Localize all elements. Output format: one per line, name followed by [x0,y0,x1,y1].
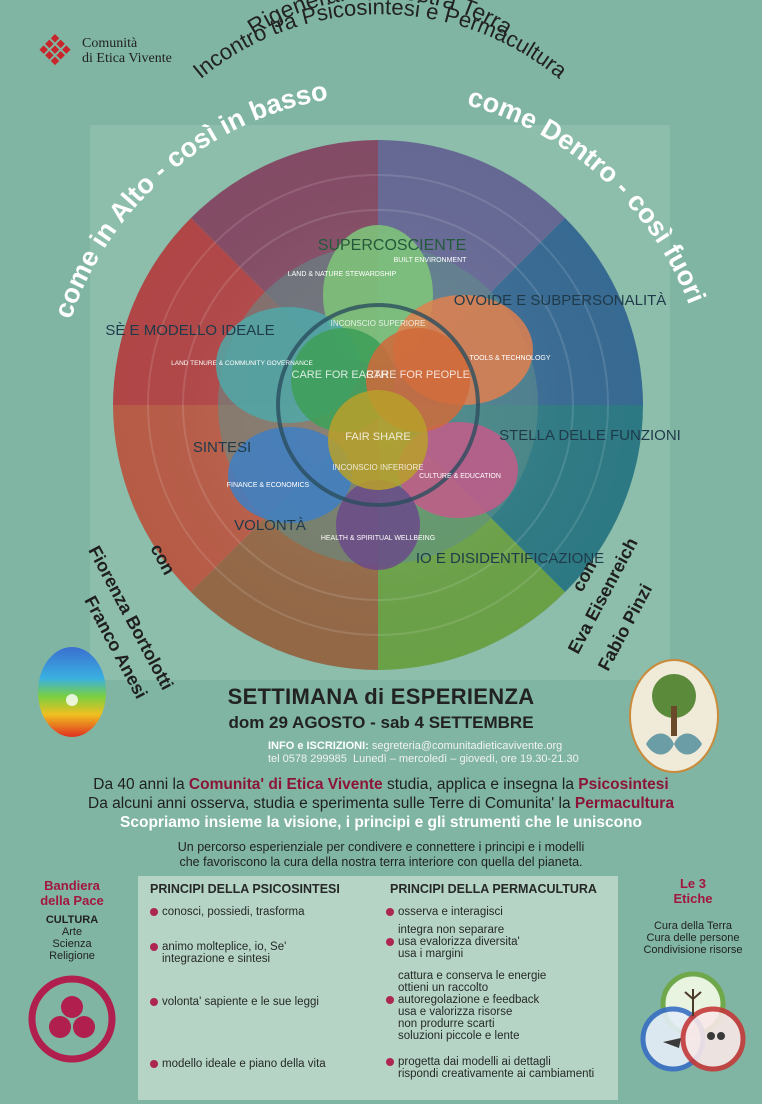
wheel-graphic: SUPERCOSCIENTE OVOIDE E SUBPERSONALITÀ S… [48,0,711,700]
info-block: INFO e ISCRIZIONI: segreteria@comunitadi… [268,740,579,766]
intro-lines: Da 40 anni la Comunita' di Etica Vivente… [0,775,762,832]
domain-finance: FINANCE & ECONOMICS [227,482,310,489]
psico-title: PRINCIPI DELLA PSICOSINTESI [150,882,340,896]
tree-infinity-icon [629,659,719,773]
principles-panel: PRINCIPI DELLA PSICOSINTESI conosci, pos… [138,876,618,1100]
etiche-block: Le 3 Etiche Cura della Terra Cura delle … [628,876,758,1089]
perma-item: osserva e interagisci [386,906,503,918]
perma-title: PRINCIPI DELLA PERMACULTURA [390,882,597,896]
inconscio-inferiore: INCONSCIO INFERIORE [332,463,423,472]
domain-land-nature: LAND & NATURE STEWARDSHIP [288,271,397,278]
domain-land-tenure: LAND TENURE & COMMUNITY GOVERNANCE [171,360,313,367]
psico-item: conosci, possiedi, trasforma [150,906,305,918]
petal-label-se: SÈ E MODELLO IDEALE [105,322,274,339]
wheel-sectors [113,140,643,670]
event-title: SETTIMANA di ESPERIENZA [227,684,535,709]
petal-lower-left [228,427,352,523]
center-label-earth: CARE FOR EARTH [292,369,389,381]
center-label-people: CARE FOR PEOPLE [366,369,470,381]
psico-item: volonta' sapiente e le sue leggi [150,996,319,1008]
center-label-share: FAIR SHARE [345,431,410,443]
petal-label-ovoide: OVOIDE E SUBPERSONALITÀ [454,292,667,309]
psico-column: PRINCIPI DELLA PSICOSINTESI [150,882,340,902]
event-dates: dom 29 AGOSTO - sab 4 SETTEMBRE [228,713,534,732]
domain-health: HEALTH & SPIRITUAL WELLBEING [321,535,435,542]
domain-built: BUILT ENVIRONMENT [394,257,468,264]
intro-line-1: Da 40 anni la Comunita' di Etica Vivente… [93,776,669,793]
logo-text: Comunità di Etica Vivente [82,36,172,66]
logo-mark-icon [39,34,71,66]
arc-title-2: Incontro tra Psicosintesi e Permacultura [188,0,573,84]
petal-label-volonta: VOLONTÀ [234,517,306,534]
petal-label-stella: STELLA DELLE FUNZIONI [499,427,681,444]
logo-line1: Comunità [82,36,138,51]
logo-line2: di Etica Vivente [82,51,172,66]
info-hours: Lunedì – mercoledì – giovedì, ore 19.30-… [353,753,579,765]
petal-label-sintesi: SINTESI [193,439,251,456]
inconscio-superiore: INCONSCIO SUPERIORE [331,319,426,328]
psico-item: modello ideale e piano della vita [150,1058,326,1070]
domain-tools: TOOLS & TECHNOLOGY [469,355,550,362]
info-phone[interactable]: tel 0578 299985 [268,753,347,765]
egg-diagram-icon [38,647,106,737]
petal-label-io: IO E DISIDENTIFICAZIONE [416,550,604,567]
center-share [328,390,428,490]
intro-line-2: Da alcuni anni osserva, studia e sperime… [88,795,674,812]
intro-line-3: Scopriamo insieme la visione, i principi… [120,814,642,831]
petal-label-supercosciente: SUPERCOSCIENTE [318,237,466,254]
info-label: INFO e ISCRIZIONI: [268,740,369,752]
petal-lower-right [398,422,518,518]
petal-bottom [336,480,420,570]
psico-item: animo molteplice, io, Se'integrazione e … [150,941,286,965]
perma-column: PRINCIPI DELLA PERMACULTURA [390,882,597,902]
three-ethics-icon [640,971,746,1072]
pax-cultura-icon [28,975,116,1063]
event-block: SETTIMANA di ESPERIENZA dom 29 AGOSTO - … [0,684,762,733]
info-email[interactable]: segreteria@comunitadieticavivente.org [371,740,563,752]
percorso-text: Un percorso esperienziale per condivere … [177,840,585,869]
logo: Comunità di Etica Vivente [34,30,172,72]
bandiera-block: Bandiera della Pace CULTURA Arte Scienza… [20,878,124,1069]
domain-culture: CULTURE & EDUCATION [419,473,501,480]
